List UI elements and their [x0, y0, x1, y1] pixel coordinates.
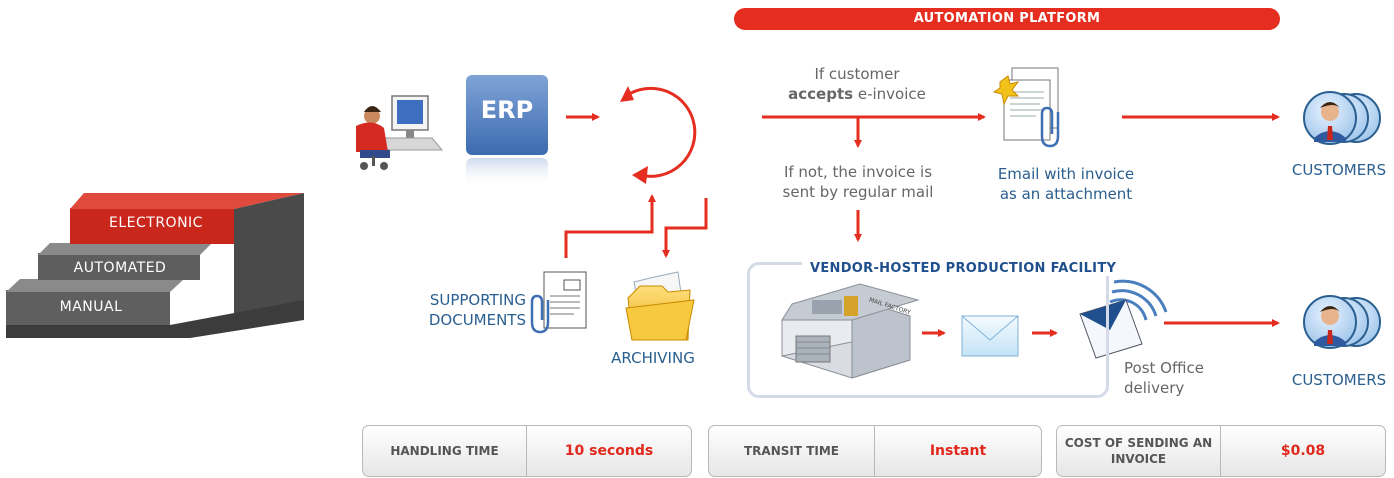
metric-handling-time: HANDLING TIME 10 seconds — [362, 425, 692, 477]
metric-value: 10 seconds — [564, 443, 654, 459]
metric-transit-time: TRANSIT TIME Instant — [708, 425, 1042, 477]
metric-value: Instant — [929, 443, 987, 459]
email-document-icon — [992, 67, 1060, 148]
flow-arrows — [564, 86, 1280, 337]
supporting-docs-line2: DOCUMENTS — [428, 311, 526, 329]
customers-icon-top — [1303, 91, 1381, 145]
supporting-docs-line1: SUPPORTING — [429, 291, 526, 309]
factory-icon — [781, 283, 920, 379]
office-worker-icon — [356, 95, 444, 170]
metric-label: TRANSIT TIME — [709, 426, 875, 476]
envelope-icon — [961, 315, 1019, 357]
stairs-graphic — [6, 193, 304, 338]
stairs-label-automated: AUTOMATED — [73, 260, 167, 276]
post-office-line2: delivery — [1124, 379, 1185, 397]
post-envelope-icon — [1079, 279, 1168, 359]
production-facility-box — [747, 262, 1109, 398]
post-office-label: Post Office delivery — [1124, 358, 1204, 398]
erp-label: ERP — [480, 96, 534, 124]
facility-title: VENDOR-HOSTED PRODUCTION FACILITY — [802, 261, 1125, 276]
regular-mail-text: If not, the invoice is sent by regular m… — [762, 162, 954, 202]
loop-arrowhead — [632, 166, 648, 184]
email-caption-line2: as an attachment — [999, 185, 1133, 203]
post-office-line1: Post Office — [1124, 359, 1204, 377]
customers-label-top: CUSTOMERS — [1291, 161, 1387, 179]
erp-tile — [466, 75, 548, 188]
accept-line1: If customer — [814, 65, 900, 83]
email-caption: Email with invoice as an attachment — [976, 164, 1156, 204]
metric-label: COST OF SENDING AN INVOICE — [1057, 426, 1221, 476]
stairs-label-electronic: ELECTRONIC — [109, 215, 203, 231]
metric-cost: COST OF SENDING AN INVOICE $0.08 — [1056, 425, 1386, 477]
stairs-label-manual: MANUAL — [59, 299, 123, 315]
metric-label: HANDLING TIME — [363, 426, 527, 476]
accept-line2: accepts e-invoice — [772, 84, 942, 104]
automation-platform-banner: AUTOMATION PLATFORM — [734, 8, 1280, 30]
accept-bold: accepts — [788, 85, 854, 103]
supporting-documents-icon — [530, 271, 587, 334]
not-line1: If not, the invoice is — [783, 163, 933, 181]
not-line2: sent by regular mail — [782, 183, 934, 201]
email-caption-line1: Email with invoice — [997, 165, 1135, 183]
customers-label-bottom: CUSTOMERS — [1291, 371, 1387, 389]
archiving-label: ARCHIVING — [611, 349, 695, 367]
accept-condition-text: If customer accepts e-invoice — [772, 64, 942, 104]
loop-arrowhead-top — [620, 86, 634, 102]
archive-folder-icon — [625, 271, 695, 341]
metric-value: $0.08 — [1280, 443, 1326, 459]
supporting-documents-label: SUPPORTING DOCUMENTS — [404, 290, 526, 330]
customers-icon-bottom — [1303, 295, 1381, 349]
accept-rest: e-invoice — [857, 85, 926, 103]
